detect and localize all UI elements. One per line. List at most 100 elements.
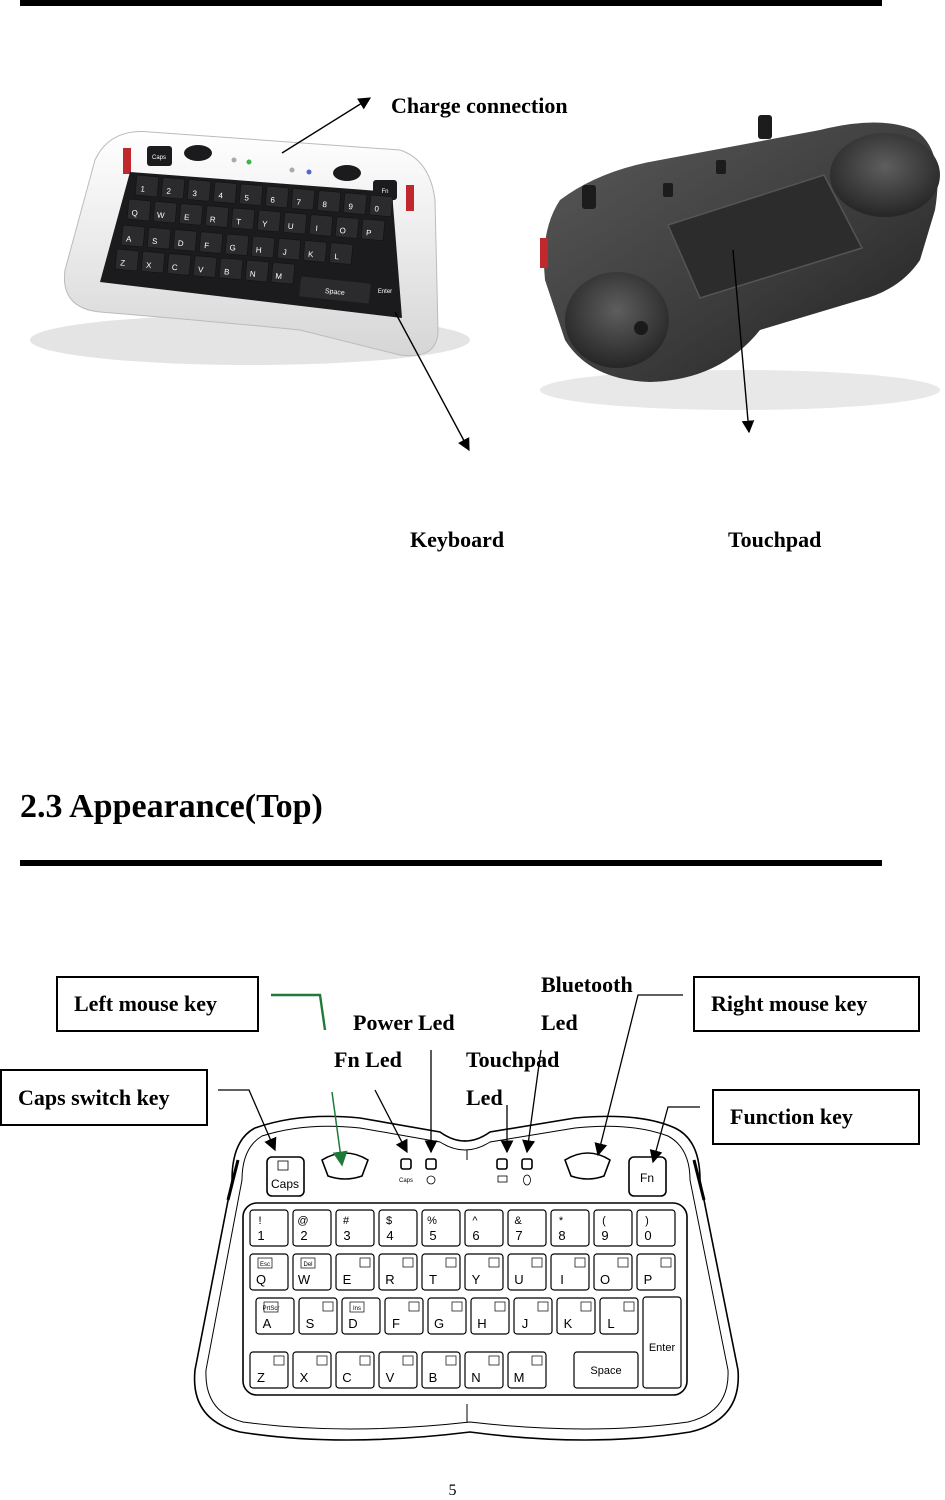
fn-led bbox=[400, 1158, 412, 1170]
diagram-key-label: 9 bbox=[601, 1228, 608, 1243]
photo-key-label: 8 bbox=[322, 200, 328, 209]
diagram-key[interactable]: Z bbox=[249, 1351, 289, 1389]
photo-key: P bbox=[361, 218, 385, 241]
diagram-key-label: T bbox=[429, 1272, 437, 1287]
right-mouse-key-callout: Right mouse key bbox=[693, 976, 920, 1032]
keyboard-arrow bbox=[394, 311, 470, 452]
diagram-key[interactable]: V bbox=[378, 1351, 418, 1389]
photo-key: V bbox=[193, 255, 217, 278]
space-key[interactable] bbox=[573, 1351, 639, 1389]
diagram-key-label: B bbox=[429, 1370, 438, 1385]
diagram-key-label: F bbox=[392, 1316, 400, 1331]
photo-key-label: X bbox=[146, 261, 153, 270]
diagram-key-label: Y bbox=[472, 1272, 481, 1287]
fn-led-caption: Caps bbox=[399, 1178, 413, 1184]
diagram-key[interactable]: O bbox=[593, 1253, 633, 1291]
diagram-key[interactable]: R bbox=[378, 1253, 418, 1291]
photo-key-label: J bbox=[282, 248, 287, 257]
diagram-key-label: 1 bbox=[257, 1228, 264, 1243]
photo-key-label: 2 bbox=[166, 187, 172, 196]
diagram-key[interactable]: B bbox=[421, 1351, 461, 1389]
photo-key-label: Q bbox=[131, 208, 138, 218]
diagram-key-shift-label: ! bbox=[258, 1215, 261, 1227]
diagram-key-shift-label: $ bbox=[386, 1215, 392, 1227]
diagram-key-shift-label: ^ bbox=[472, 1215, 478, 1227]
photo-key: 1 bbox=[135, 174, 159, 198]
photo-key: U bbox=[283, 212, 307, 235]
touchpad-label: Touchpad bbox=[728, 527, 822, 552]
photo-key: 0 bbox=[369, 194, 393, 217]
enter-key[interactable] bbox=[642, 1296, 682, 1389]
photo-key-label: W bbox=[157, 211, 166, 221]
left-mouse-key[interactable] bbox=[321, 1152, 369, 1180]
diagram-key[interactable]: 8* bbox=[550, 1209, 590, 1247]
function-key-callout: Function key bbox=[712, 1089, 920, 1145]
diagram-key[interactable]: I bbox=[550, 1253, 590, 1291]
photo-key-label: G bbox=[229, 243, 236, 253]
right-mouse-key[interactable] bbox=[564, 1152, 611, 1180]
photo-key: H bbox=[251, 235, 275, 259]
photo-key: 3 bbox=[187, 179, 211, 202]
diagram-key[interactable]: C bbox=[335, 1351, 375, 1389]
diagram-key-label: 2 bbox=[300, 1228, 307, 1243]
fn-led-arrow bbox=[374, 1089, 408, 1154]
diagram-key[interactable]: 4$ bbox=[378, 1209, 418, 1247]
diagram-key[interactable]: 6^ bbox=[464, 1209, 504, 1247]
diagram-key[interactable]: M bbox=[507, 1351, 547, 1389]
diagram-key[interactable]: T bbox=[421, 1253, 461, 1291]
diagram-key-label: W bbox=[298, 1272, 311, 1287]
photo-key: J bbox=[277, 238, 301, 261]
diagram-key-label: D bbox=[348, 1316, 357, 1331]
keyboard-top-diagram: Caps Fn Caps 1!2@3#4$5%6^7&8*9(0)QEscWDe… bbox=[193, 993, 740, 1441]
fn-led-label: Fn Led bbox=[334, 1047, 402, 1072]
diagram-key[interactable]: Y bbox=[464, 1253, 504, 1291]
diagram-key-shift-label: ( bbox=[602, 1215, 606, 1227]
diagram-key[interactable]: 2@ bbox=[292, 1209, 332, 1247]
diagram-key[interactable]: U bbox=[507, 1253, 547, 1291]
diagram-key-label: H bbox=[477, 1316, 486, 1331]
photo-key: Y bbox=[257, 209, 281, 233]
diagram-key[interactable]: 5% bbox=[421, 1209, 461, 1247]
photo-key: A bbox=[121, 224, 145, 248]
diagram-key[interactable]: G bbox=[427, 1297, 467, 1335]
diagram-key[interactable]: E bbox=[335, 1253, 375, 1291]
diagram-key[interactable]: J bbox=[513, 1297, 553, 1335]
diagram-key[interactable]: K bbox=[556, 1297, 596, 1335]
photo-key: Z bbox=[115, 248, 139, 272]
diagram-key[interactable]: H bbox=[470, 1297, 510, 1335]
function-key[interactable] bbox=[628, 1156, 667, 1197]
diagram-key-shift-label: * bbox=[559, 1215, 564, 1227]
diagram-key[interactable]: P bbox=[636, 1253, 676, 1291]
diagram-key[interactable]: N bbox=[464, 1351, 504, 1389]
diagram-key[interactable]: F bbox=[384, 1297, 424, 1335]
diagram-key-label: V bbox=[386, 1370, 395, 1385]
diagram-key[interactable]: L bbox=[599, 1297, 639, 1335]
right-mouse-key-text: Right mouse key bbox=[711, 991, 868, 1016]
caps-key-photo bbox=[147, 146, 172, 166]
diagram-key[interactable]: 7& bbox=[507, 1209, 547, 1247]
diagram-key[interactable]: X bbox=[292, 1351, 332, 1389]
left-mouse-key-text: Left mouse key bbox=[74, 991, 217, 1016]
diagram-key[interactable]: S bbox=[298, 1297, 338, 1335]
diagram-key[interactable]: 0) bbox=[636, 1209, 676, 1247]
diagram-key[interactable]: 9( bbox=[593, 1209, 633, 1247]
diagram-key-label: S bbox=[306, 1316, 315, 1331]
touchpad-led-label-line1: Touchpad bbox=[466, 1047, 560, 1072]
caps-switch-key-callout: Caps switch key bbox=[0, 1069, 208, 1126]
touchpad-surface bbox=[666, 174, 864, 299]
diagram-key-label: X bbox=[300, 1370, 309, 1385]
diagram-key[interactable]: 1! bbox=[249, 1209, 289, 1247]
photo-key: Q bbox=[127, 198, 151, 222]
touchpad-led bbox=[496, 1158, 508, 1170]
caps-switch-key[interactable] bbox=[266, 1156, 305, 1197]
function-key-label: Fn bbox=[640, 1171, 654, 1185]
photo-key-label: 1 bbox=[140, 184, 146, 193]
diagram-key[interactable]: 3# bbox=[335, 1209, 375, 1247]
diagram-key-fn-label: PrtScr bbox=[263, 1306, 280, 1312]
